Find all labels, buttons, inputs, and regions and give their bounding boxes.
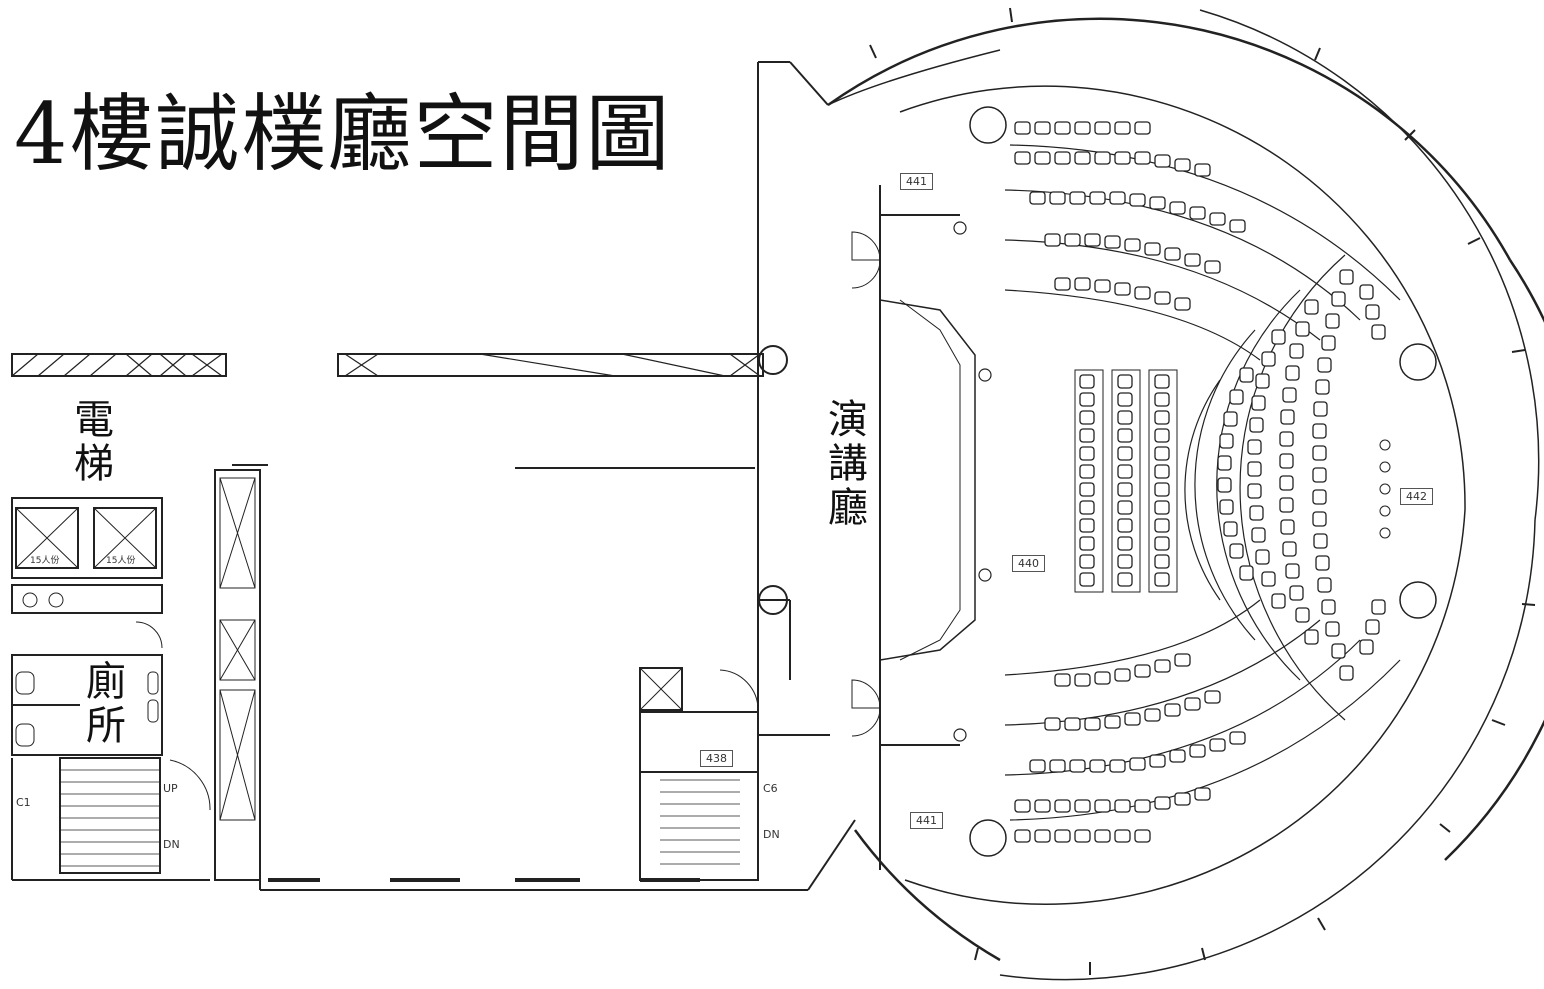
seating-tiers [1004, 144, 1401, 821]
elevator-capacity-1: 15人份 [30, 556, 60, 566]
room-440: 440 [1012, 555, 1045, 572]
page-title: 4樓誠樸廳空間圖 [14, 85, 672, 183]
toilet-label: 廁所 [79, 660, 125, 748]
elevator-capacity-2: 15人份 [106, 556, 136, 566]
stair-c1-label: C1 [16, 796, 31, 809]
window-band-left [11, 353, 227, 377]
stair-right [639, 771, 759, 881]
room-441-top: 441 [900, 173, 933, 190]
room-442: 442 [1400, 488, 1433, 505]
seats [1014, 121, 1386, 843]
stair-up-label: UP [163, 782, 178, 795]
stair-dn-left-label: DN [163, 838, 180, 851]
room-438: 438 [700, 750, 733, 767]
elevator-block [11, 497, 163, 579]
elevator-label: 電梯 [67, 398, 113, 486]
stair-dn-right-label: DN [763, 828, 780, 841]
lecture-hall-label: 演講廳 [821, 398, 867, 530]
window-band-mid [337, 353, 764, 377]
room-441-bottom: 441 [910, 812, 943, 829]
stair-c6-label: C6 [763, 782, 778, 795]
stair-left [59, 757, 161, 874]
